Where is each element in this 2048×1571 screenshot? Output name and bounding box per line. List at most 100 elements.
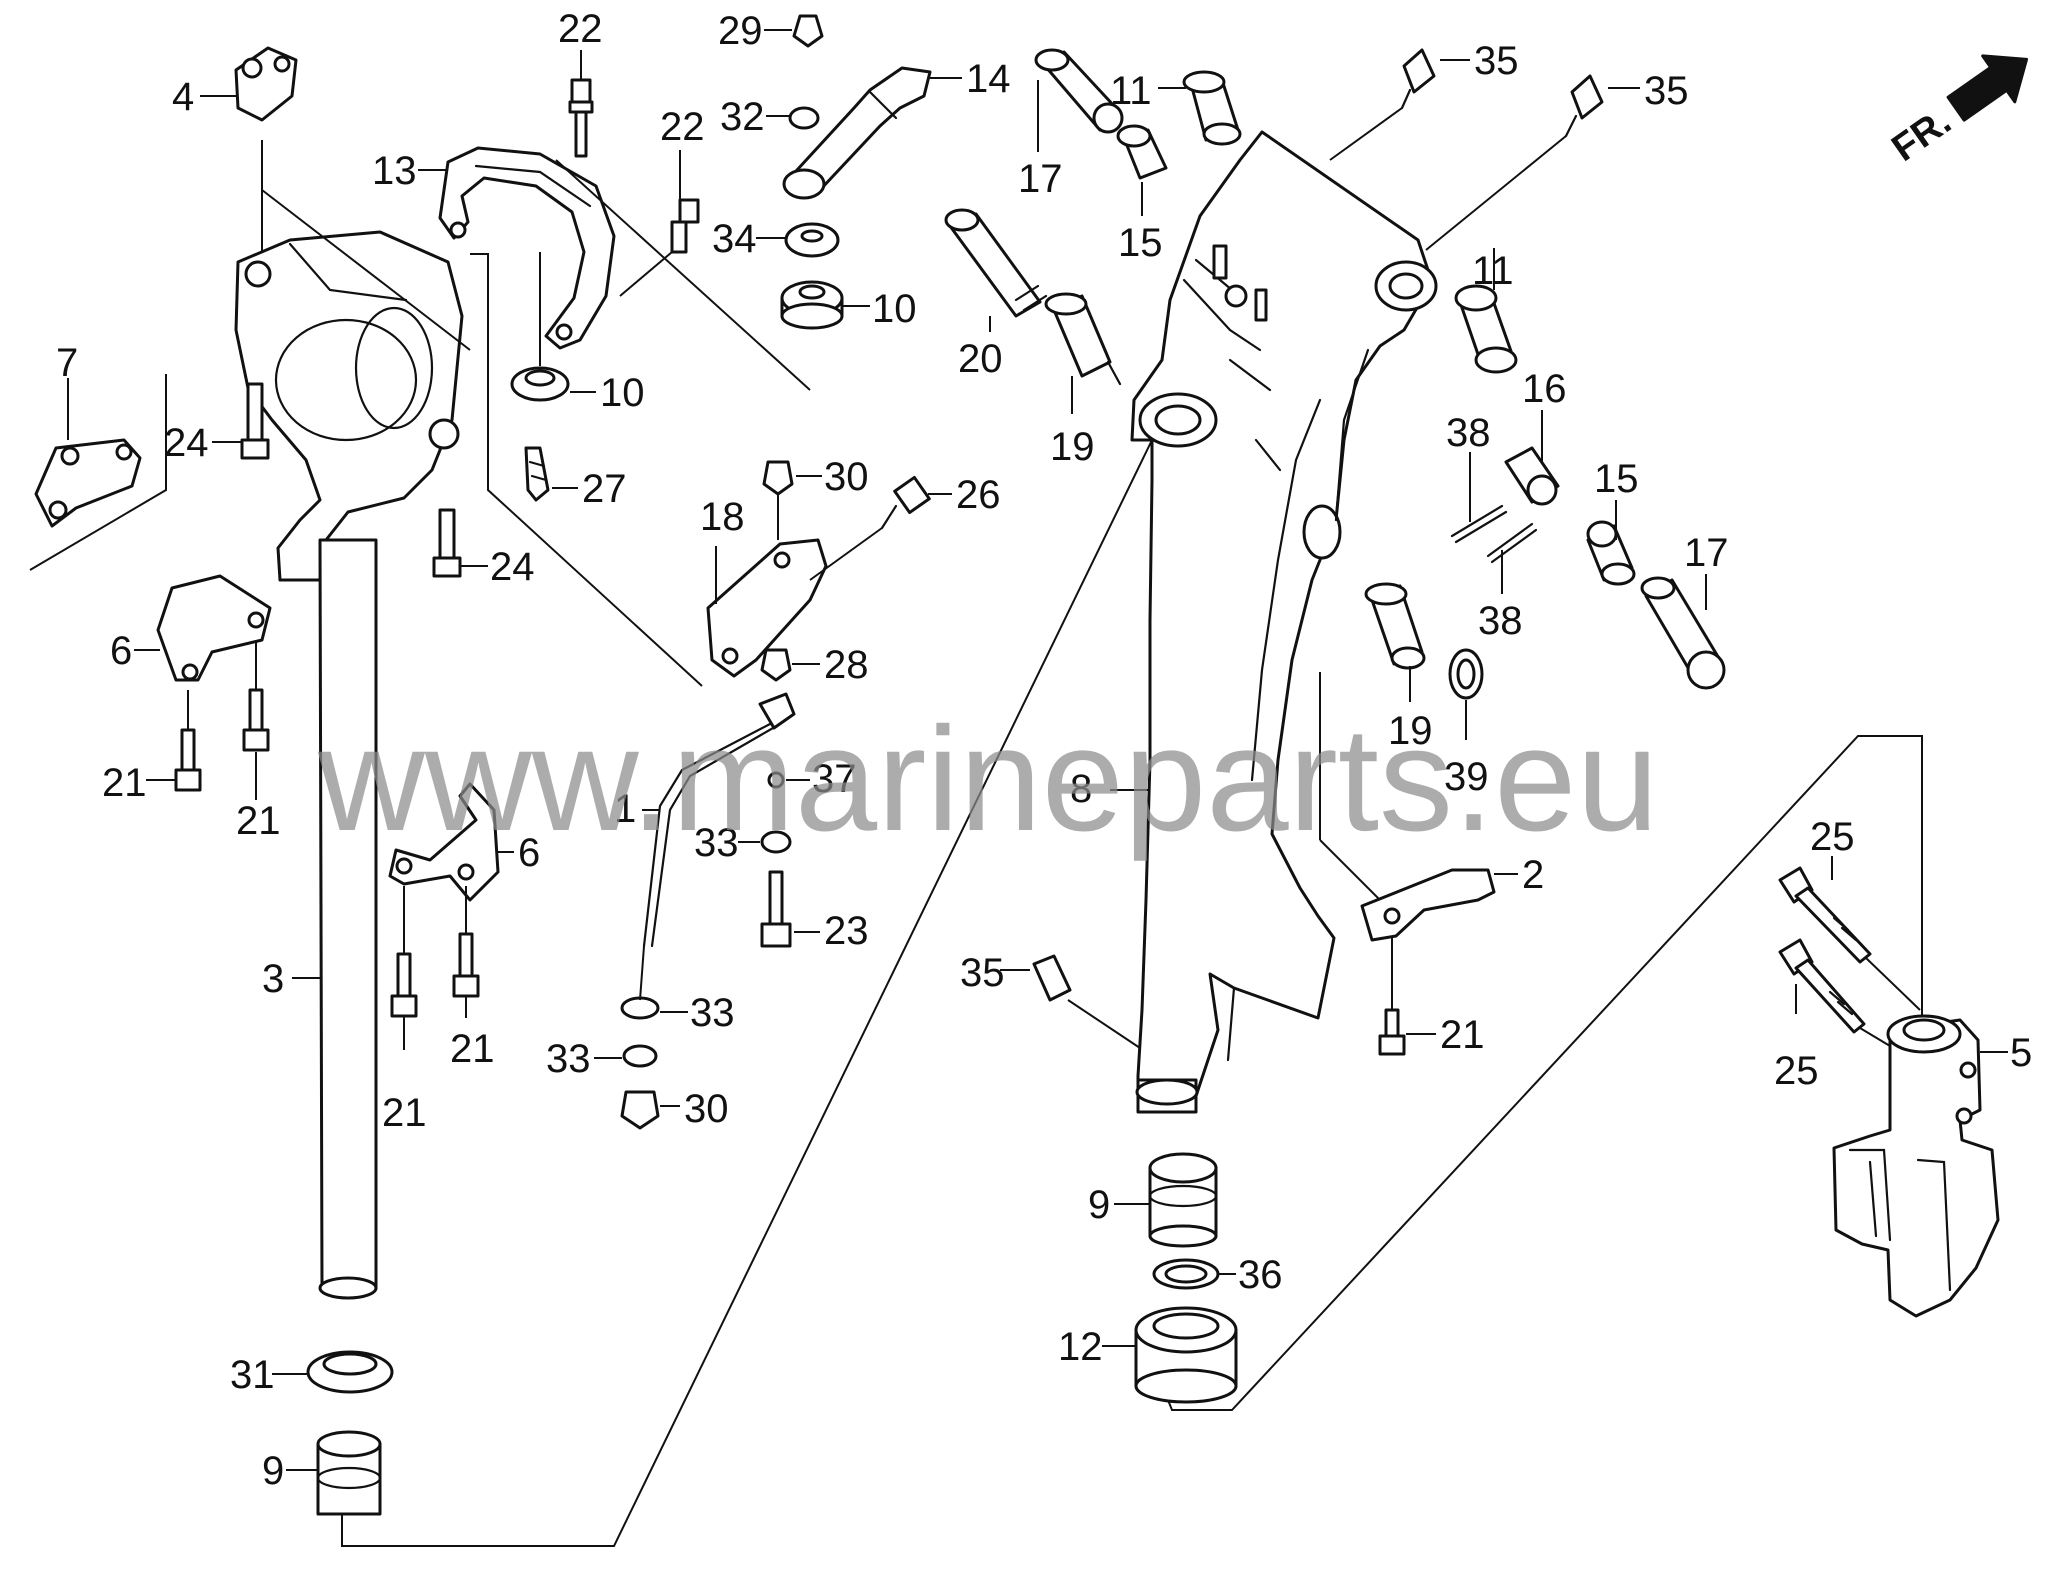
part-21-bolt-e [1378, 1008, 1436, 1056]
part-9-bushing-right [1114, 1152, 1218, 1248]
callout-10: 10 [872, 287, 917, 331]
callout-35: 35 [960, 951, 1005, 995]
callout-15: 15 [1594, 457, 1639, 501]
part-22-bolt-upper [568, 50, 594, 158]
part-37-clip [767, 771, 810, 789]
part-33-washer-a [738, 830, 792, 854]
leader-rod-stack [639, 945, 645, 1001]
part-35-bolt-top-right [1425, 74, 1640, 251]
part-17-pin-upper [1034, 48, 1124, 152]
part-24-bolt-lower [432, 508, 488, 578]
part-39-clip [1448, 648, 1484, 740]
direction-marker: FR. [1885, 54, 2029, 170]
leader-head-to-18 [470, 253, 703, 687]
callout-labels: 4 22 29 14 17 11 35 35 13 22 32 34 10 15… [56, 7, 2032, 1493]
callout-27: 27 [582, 467, 627, 511]
arrow-icon [1946, 54, 2029, 122]
callout-21: 21 [1440, 1013, 1485, 1057]
part-33-washer-b [620, 996, 688, 1020]
callout-22: 22 [660, 105, 705, 149]
part-22-bolt-lower [619, 150, 700, 297]
callout-21: 21 [382, 1091, 427, 1135]
part-19-bushing-lower [1364, 582, 1426, 702]
callout-25: 25 [1774, 1049, 1819, 1093]
part-28-nut [760, 648, 820, 682]
part-34-washer [756, 222, 840, 258]
callout-2: 2 [1522, 853, 1544, 897]
callout-39: 39 [1444, 755, 1489, 799]
callout-19: 19 [1388, 709, 1433, 753]
part-11-bushing-right [1454, 248, 1518, 374]
callout-9: 9 [262, 1449, 284, 1493]
callout-35: 35 [1644, 69, 1689, 113]
callout-9: 9 [1088, 1183, 1110, 1227]
callout-6: 6 [518, 831, 540, 875]
part-24-bolt-upper [212, 382, 270, 460]
part-21-bolt-a [146, 728, 202, 792]
part-19-bushing-upper [1044, 292, 1122, 414]
part-36-oring [1152, 1258, 1236, 1290]
callout-38: 38 [1446, 411, 1491, 455]
part-15-collar-lower [1586, 500, 1636, 586]
part-35-bolt-lower [1000, 954, 1141, 1049]
callout-15: 15 [1118, 221, 1163, 265]
callout-38: 38 [1478, 599, 1523, 643]
callout-16: 16 [1522, 367, 1567, 411]
callout-26: 26 [956, 473, 1001, 517]
callout-33: 33 [694, 821, 739, 865]
part-2-lever [1319, 672, 1518, 1010]
part-32-nut [766, 106, 820, 130]
callout-13: 13 [372, 149, 417, 193]
callout-17: 17 [1684, 531, 1729, 575]
part-7-plate [29, 374, 167, 571]
steering-bracket-head [234, 189, 471, 582]
callout-33: 33 [690, 991, 735, 1035]
leader-loop-right [1167, 735, 1923, 1411]
part-29-nut [764, 14, 824, 48]
callout-4: 4 [172, 75, 194, 119]
part-10-grommet-right [780, 280, 870, 330]
part-27-pin [524, 446, 578, 502]
callout-21: 21 [450, 1027, 495, 1071]
part-13-arc-bracket [418, 146, 616, 366]
part-33-washer-c [594, 1044, 658, 1068]
callout-22: 22 [558, 7, 603, 51]
part-11-bushing-upper [1158, 70, 1242, 146]
callout-7: 7 [56, 341, 78, 385]
part-20-pin [944, 208, 1048, 332]
callout-14: 14 [966, 57, 1011, 101]
leader-13-to-10 [555, 159, 811, 391]
callout-23: 23 [824, 909, 869, 953]
callout-11: 11 [1472, 249, 1514, 293]
part-1-rod [642, 692, 796, 948]
leader-loop-left [341, 439, 1153, 1547]
callout-24: 24 [164, 421, 209, 465]
part-5-bracket [1832, 1014, 2008, 1318]
part-25-bolt-lower [1778, 938, 1891, 1047]
callout-3: 3 [262, 957, 284, 1001]
part-14-lever [782, 66, 962, 200]
part-17-pin-lower [1640, 574, 1726, 690]
callout-11: 11 [1110, 69, 1152, 113]
callout-31: 31 [230, 1353, 275, 1397]
part-38-spring-upper [1450, 452, 1508, 544]
callout-21: 21 [102, 761, 147, 805]
callout-8: 8 [1070, 767, 1092, 811]
callout-19: 19 [1050, 425, 1095, 469]
part-18-bracket [706, 538, 828, 678]
part-21-bolt-b [242, 688, 270, 800]
callout-30: 30 [824, 455, 869, 499]
part-9-bushing-left [286, 1430, 382, 1516]
callout-35: 35 [1474, 39, 1519, 83]
fr-label: FR. [1885, 100, 1959, 170]
part-30-nut-upper [762, 460, 822, 540]
callout-36: 36 [1238, 1253, 1283, 1297]
part-6-plate-upper [134, 574, 272, 730]
callout-37: 37 [812, 757, 857, 801]
callout-28: 28 [824, 643, 869, 687]
part-21-bolt-c [390, 952, 418, 1050]
part-35-bolt-top-left [1329, 48, 1470, 161]
callout-21: 21 [236, 799, 281, 843]
part-23-screw [760, 870, 820, 948]
